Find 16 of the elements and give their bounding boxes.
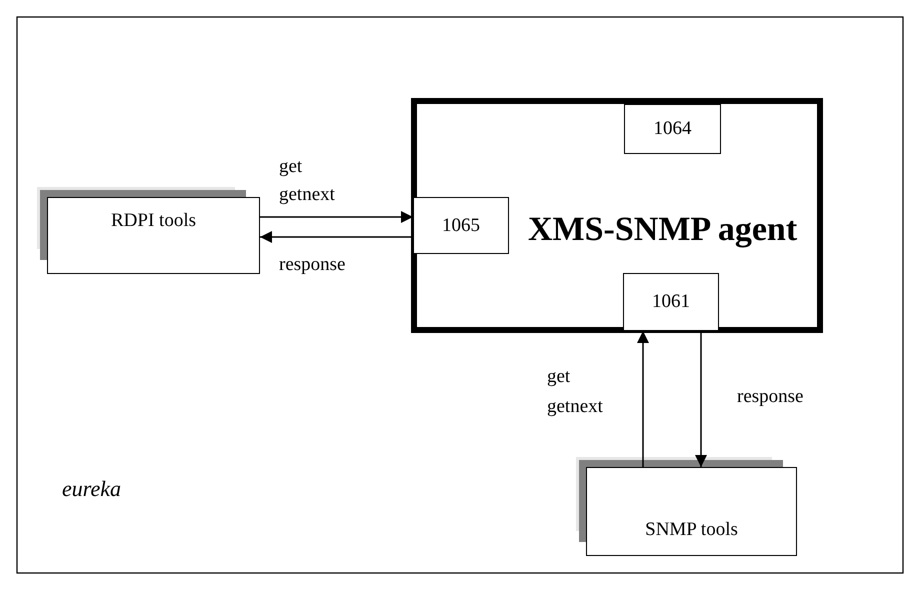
box-label: SNMP tools (645, 519, 738, 541)
arrow (695, 331, 707, 467)
box-label: 1061 (652, 291, 690, 313)
box-label: 1064 (654, 118, 692, 140)
arrow (260, 231, 413, 243)
tool-box (47, 197, 260, 274)
port-box (413, 197, 509, 254)
box-label: RDPI tools (111, 210, 196, 232)
box-label: 1065 (442, 214, 480, 236)
arrow (260, 211, 413, 223)
arrow (637, 331, 649, 467)
agent-title: XMS-SNMP agent (528, 211, 798, 249)
port-box (623, 273, 719, 331)
tool-box (586, 467, 797, 556)
agent-box (411, 98, 823, 333)
port-box (624, 104, 721, 154)
